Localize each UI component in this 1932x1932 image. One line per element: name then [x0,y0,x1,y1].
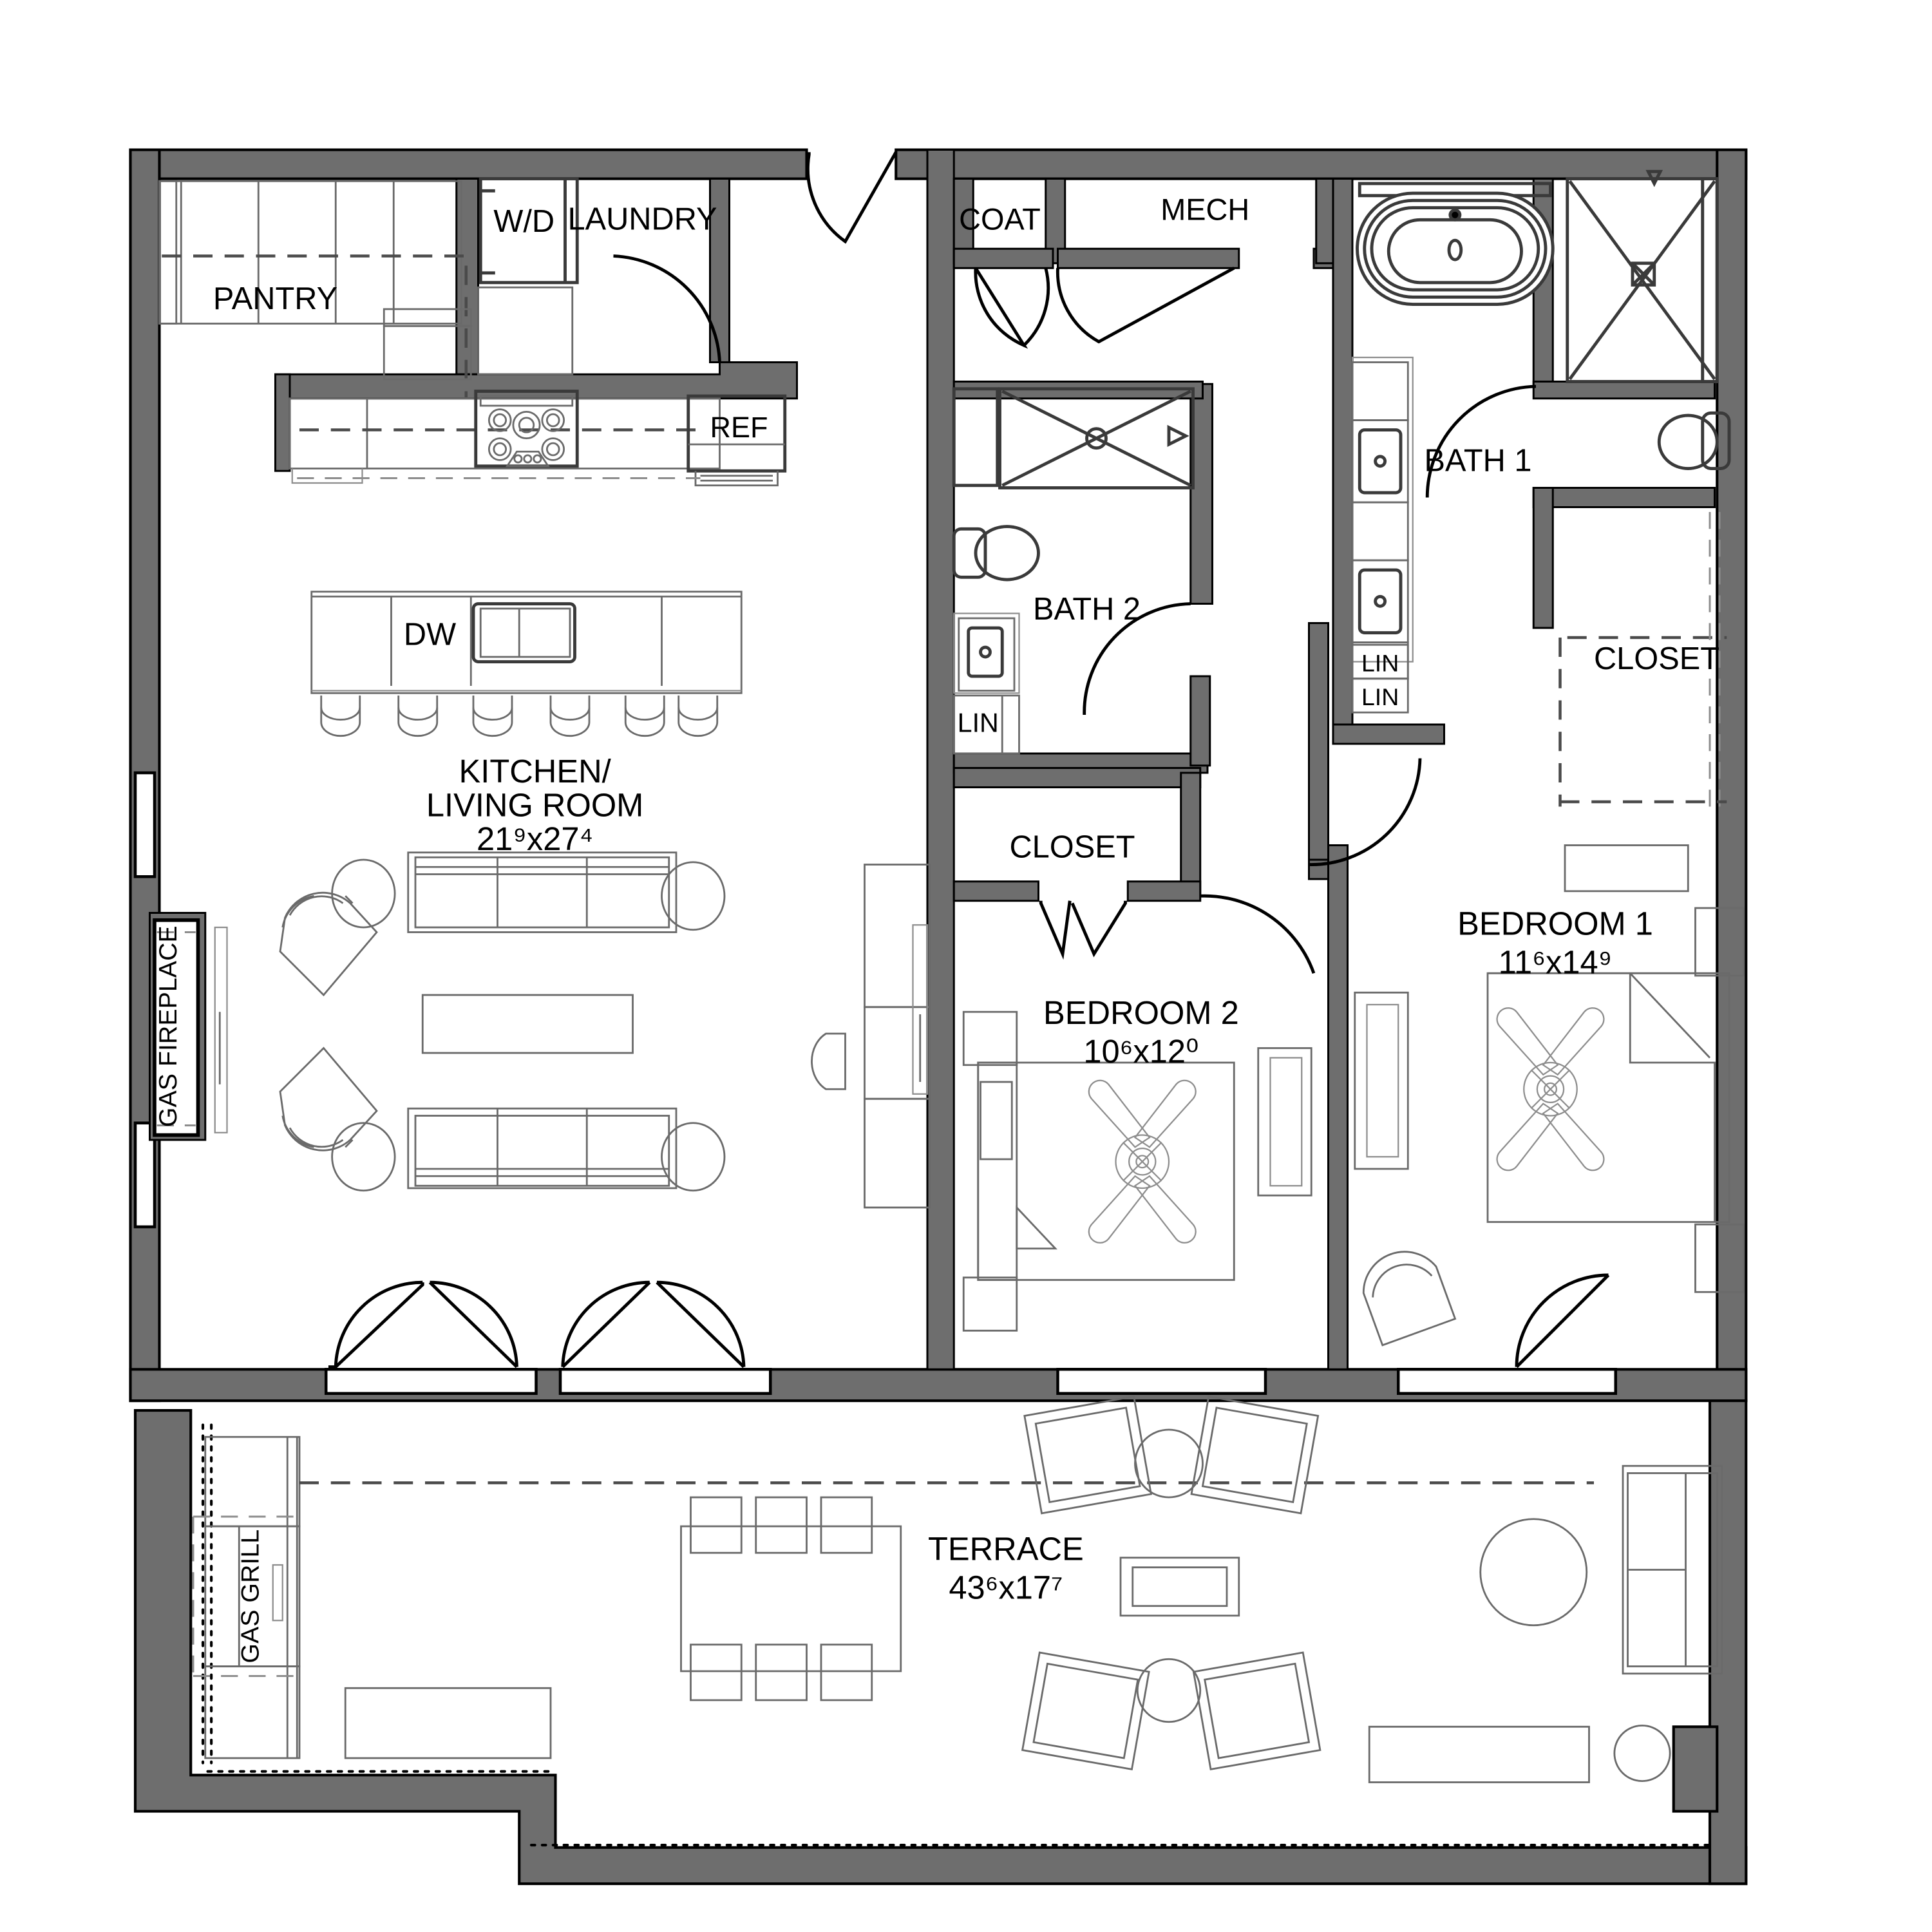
label-closet-bedroom2: CLOSET [1009,829,1135,864]
label-dishwasher: DW [404,617,456,652]
label-refrigerator: REF [710,411,768,444]
label-kitchen-living-line1: KITCHEN/ [459,753,612,790]
kitchen-fixtures [158,177,787,737]
label-kitchen-living-line2: LIVING ROOM [426,787,643,824]
label-laundry: LAUNDRY [567,202,717,236]
label-coat-closet: COAT [959,202,1041,236]
label-washer-dryer: W/D [493,204,554,239]
room-labels: PANTRY LAUNDRY W/D REF DW COAT MECH BATH… [154,193,1719,1663]
label-bedroom-2-dimensions: 10⁶x12⁰ [1083,1033,1198,1070]
bedroom2-furniture [962,1010,1312,1332]
label-linen-bath1-lower: LIN [1361,683,1399,710]
label-closet-master: CLOSET [1594,641,1719,676]
door-swings [328,151,1610,1368]
label-bath-1: BATH 1 [1424,443,1531,478]
label-linen-bath1-upper: LIN [1361,650,1399,677]
living-room-furniture [149,851,931,1209]
label-gas-grill: GAS GRILL [236,1530,264,1663]
label-bedroom-1: BEDROOM 1 [1457,905,1653,942]
label-mechanical: MECH [1160,193,1249,226]
label-gas-fireplace: GAS FIREPLACE [154,925,182,1127]
label-bedroom-1-dimensions: 11⁶x14⁹ [1499,943,1613,980]
label-bedroom-2: BEDROOM 2 [1043,994,1239,1031]
bath1-fixtures [1351,169,1731,811]
terrace-furniture [192,1395,1723,1783]
bedroom1-furniture [1354,844,1745,1347]
windows [133,771,1617,1395]
bath2-fixtures [952,387,1195,755]
label-bath-2: BATH 2 [1033,592,1141,627]
label-kitchen-living-dimensions: 21⁹x27⁴ [477,820,593,857]
label-pantry: PANTRY [213,281,337,316]
label-linen-bath2: LIN [958,708,999,737]
terrace-perimeter-wall [133,1399,1748,1886]
label-terrace: TERRACE [928,1531,1084,1567]
label-terrace-dimensions: 43⁶x17⁷ [949,1569,1063,1606]
